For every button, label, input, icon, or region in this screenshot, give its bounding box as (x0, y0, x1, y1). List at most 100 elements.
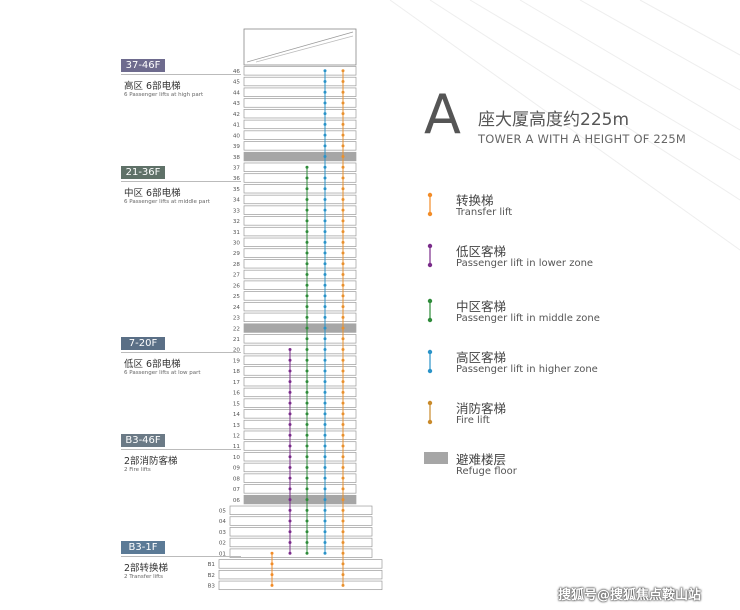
legend-item-middle: 中区客梯 Passenger lift in middle zone (420, 296, 680, 336)
legend-glyph-part (427, 368, 433, 374)
refuge-floor-slab (243, 494, 357, 505)
legend-glyph-part (427, 243, 433, 249)
tower-letter: A (424, 83, 461, 146)
fire-lift-stop (341, 219, 345, 223)
floor-label: 34 (233, 198, 241, 204)
fire-lift-stop (341, 465, 345, 469)
middle-lift-stop (305, 444, 309, 448)
floor-slab (243, 473, 357, 483)
floor-label: 21 (233, 337, 241, 343)
high-lift-stop (323, 551, 327, 555)
legend-label-cn: 转换梯 (456, 193, 494, 208)
middle-lift-stop (305, 498, 309, 502)
low-lift-stop (288, 380, 292, 384)
legend-item-low: 低区客梯 Passenger lift in lower zone (420, 241, 680, 281)
floor-slab (243, 344, 357, 355)
floor-slab (243, 248, 357, 258)
floor-slab (243, 462, 357, 473)
fire-lift-stop (341, 272, 345, 276)
high-lift-stop (323, 112, 327, 116)
fire-lift-stop (341, 498, 345, 502)
fire-lift-stop (341, 519, 345, 523)
high-lift-stop (323, 433, 327, 437)
floor-label: 12 (233, 433, 240, 439)
floor-label: 24 (233, 305, 241, 311)
high-lift-stop (323, 144, 327, 148)
fire-lift-stop (341, 315, 345, 319)
floor-slab (243, 430, 357, 440)
middle-lift-stop (305, 337, 309, 341)
legend-label-en: Passenger lift in lower zone (456, 258, 594, 269)
legend-glyph-part (427, 262, 433, 268)
high-lift-stop (323, 155, 327, 159)
zone-tag-fire: B3-46F (121, 434, 165, 447)
floor-label: B3 (208, 584, 216, 590)
low-lift-stop (288, 444, 292, 448)
fire-lift-stop (341, 187, 345, 191)
transfer-lift-stop (270, 551, 274, 555)
floor-label: 30 (233, 241, 241, 247)
zone-divider-middle (121, 181, 241, 182)
fire-lift-stop (341, 551, 345, 555)
high-lift-stop (323, 219, 327, 223)
refuge-floor-icon (424, 452, 448, 464)
fire-lift-stop (341, 508, 345, 512)
floor-label: 08 (233, 476, 241, 482)
middle-lift-stop (305, 165, 309, 169)
high-lift-stop (323, 390, 327, 394)
low-zone-lift-icon (427, 243, 433, 268)
transfer-lift-stop (270, 573, 274, 577)
zone-tag-transfer: B3-1F (121, 541, 165, 554)
floor-slab (243, 441, 357, 451)
fire-lift-stop (341, 294, 345, 298)
fire-lift-stop (341, 412, 345, 416)
floor-label: 10 (233, 455, 241, 461)
floor-slab (243, 109, 357, 119)
middle-lift-stop (305, 455, 309, 459)
fire-lift-stop (341, 348, 345, 352)
floor-label: 23 (233, 316, 241, 322)
zone-divider-low (121, 352, 241, 353)
low-lift-stop (288, 423, 292, 427)
legend-label-cn: 高区客梯 (456, 350, 507, 365)
floor-label: B2 (208, 573, 215, 579)
middle-lift-stop (305, 380, 309, 384)
floor-slab (243, 355, 357, 365)
floor-label: 45 (233, 80, 241, 86)
legend-label-en: Passenger lift in middle zone (456, 313, 600, 324)
legend-item-refuge: 避难楼层 Refuge floor (420, 449, 680, 489)
floor-slab (243, 291, 357, 301)
fire-lift-stop (341, 197, 345, 201)
low-lift-stop (288, 498, 292, 502)
high-lift-stop (323, 294, 327, 298)
high-lift-stop (323, 315, 327, 319)
fire-lift-stop (341, 530, 345, 534)
floor-slab (229, 505, 373, 515)
legend-glyph-part (427, 298, 433, 304)
middle-zone-lift-icon (427, 298, 433, 323)
floor-label: 33 (233, 208, 241, 214)
fire-lift-stop (341, 380, 345, 384)
floor-label: 02 (219, 541, 226, 547)
watermark: 搜狐号@搜狐焦点鞍山站 (558, 588, 702, 603)
low-lift-stop (288, 455, 292, 459)
fire-lift-stop (341, 90, 345, 94)
legend-label-cn: 低区客梯 (456, 244, 507, 259)
floor-slab (243, 76, 357, 87)
fire-lift-stop (341, 155, 345, 159)
floor-label: 38 (233, 155, 241, 161)
high-lift-stop (323, 305, 327, 309)
floor-label: 31 (233, 230, 241, 236)
floor-label: 35 (233, 187, 241, 193)
floor-label: 40 (233, 133, 241, 139)
low-lift-stop (288, 390, 292, 394)
floor-label: 01 (219, 551, 227, 557)
fire-lift-stop (341, 540, 345, 544)
high-lift-stop (323, 197, 327, 201)
zone-tag-middle: 21-36F (121, 166, 165, 179)
floor-slab (243, 452, 357, 462)
low-lift-stop (288, 530, 292, 534)
legend-label-en: Fire lift (456, 415, 490, 426)
high-lift-stop (323, 187, 327, 191)
zone-tag-high: 37-46F (121, 59, 165, 72)
